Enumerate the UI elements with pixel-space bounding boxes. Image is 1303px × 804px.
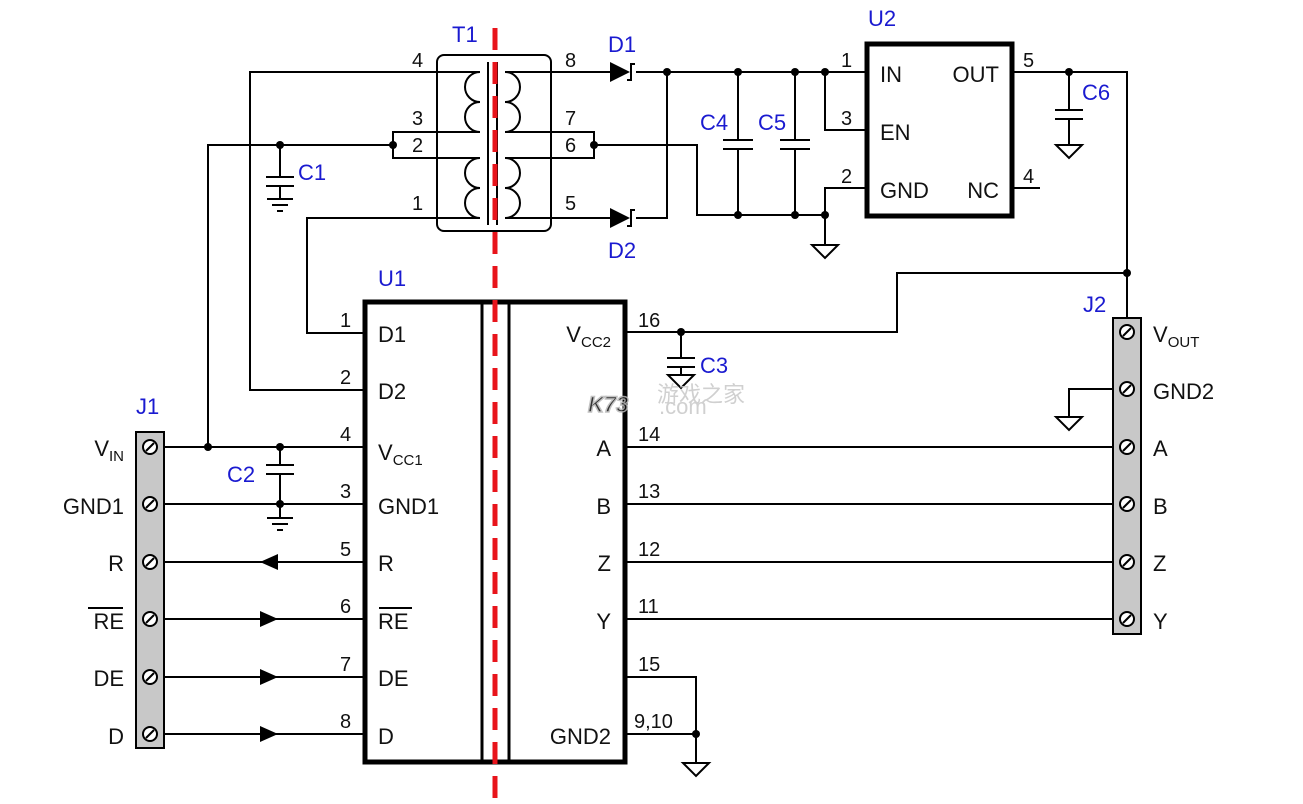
primary-wiring bbox=[207, 71, 437, 447]
svg-text:游戏之家: 游戏之家 bbox=[657, 382, 745, 407]
u1-pin-7: 7 bbox=[340, 654, 351, 676]
u2-pin-out-num: 5 bbox=[1023, 50, 1034, 72]
c2-ref: C2 bbox=[227, 462, 255, 487]
j2-label-vout: VOUT bbox=[1153, 322, 1199, 351]
u1-label-y: Y bbox=[596, 609, 611, 634]
u1-pin-9-10: 9,10 bbox=[634, 711, 673, 733]
u1-label-d1: D1 bbox=[378, 322, 406, 347]
t1-pin-1: 1 bbox=[412, 193, 423, 215]
u1-pin-6: 6 bbox=[340, 596, 351, 618]
u1-label-d: D bbox=[378, 724, 394, 749]
u2-label-en: EN bbox=[880, 120, 911, 145]
u2-label-out: OUT bbox=[953, 62, 999, 87]
u2-pin-nc-num: 4 bbox=[1023, 166, 1034, 188]
diode-d1 bbox=[610, 62, 635, 82]
c4-ref: C4 bbox=[700, 110, 728, 135]
j1-label-gnd1: GND1 bbox=[63, 494, 124, 519]
capacitor-c4 bbox=[723, 72, 753, 215]
u2-pin-gnd-num: 2 bbox=[841, 166, 852, 188]
t1-pin-7: 7 bbox=[565, 108, 576, 130]
j2-ref: J2 bbox=[1083, 292, 1106, 317]
capacitor-c1 bbox=[266, 145, 294, 212]
c5-ref: C5 bbox=[758, 110, 786, 135]
u1-pin-4: 4 bbox=[340, 424, 351, 446]
u1-label-d2: D2 bbox=[378, 379, 406, 404]
t1-pin-2: 2 bbox=[412, 135, 423, 157]
diode-d2 bbox=[610, 208, 635, 228]
c3-ref: C3 bbox=[700, 353, 728, 378]
capacitor-c3 bbox=[667, 332, 695, 389]
t1-ref: T1 bbox=[452, 22, 478, 47]
u1-ref: U1 bbox=[378, 266, 406, 291]
u1-label-vcc2: VCC2 bbox=[566, 322, 611, 351]
u1-pin-12: 12 bbox=[638, 539, 660, 561]
u1-pin-16: 16 bbox=[638, 310, 660, 332]
u1-pin-8: 8 bbox=[340, 711, 351, 733]
d1-ref: D1 bbox=[608, 32, 636, 57]
u1-pin-3: 3 bbox=[340, 481, 351, 503]
j1-label-de: DE bbox=[93, 666, 124, 691]
transformer-t1 bbox=[436, 54, 552, 232]
j1-ref: J1 bbox=[136, 394, 159, 419]
u2-label-gnd: GND bbox=[880, 178, 929, 203]
regulator-u2 bbox=[811, 41, 1131, 318]
u1-label-z: Z bbox=[598, 551, 611, 576]
j2-label-b: B bbox=[1153, 494, 1168, 519]
u2-pin-en-num: 3 bbox=[841, 108, 852, 130]
u1-label-b: B bbox=[596, 494, 611, 519]
t1-pin-5: 5 bbox=[565, 193, 576, 215]
bus-wiring bbox=[625, 388, 1118, 777]
u1-label-vcc1: VCC1 bbox=[378, 440, 423, 469]
u1-label-de: DE bbox=[378, 666, 409, 691]
u1-pin-1: 1 bbox=[340, 310, 351, 332]
t1-pin-6: 6 bbox=[565, 135, 576, 157]
t1-pin-4: 4 bbox=[412, 50, 423, 72]
svg-text:K73: K73 bbox=[588, 392, 628, 417]
u1-pin-13: 13 bbox=[638, 481, 660, 503]
t1-pin-8: 8 bbox=[565, 50, 576, 72]
u1-pin-11: 11 bbox=[638, 596, 659, 618]
j2-label-y: Y bbox=[1153, 609, 1168, 634]
vcc2-wiring bbox=[625, 272, 1127, 336]
secondary-wiring bbox=[551, 68, 829, 219]
d2-ref: D2 bbox=[608, 238, 636, 263]
capacitor-c5 bbox=[780, 72, 810, 215]
watermark-logo: K73 游戏之家 .com bbox=[587, 382, 745, 419]
connector-j2 bbox=[1112, 317, 1142, 635]
u1-pin-2: 2 bbox=[340, 367, 351, 389]
u1-label-re: RE bbox=[378, 609, 409, 634]
c1-ref: C1 bbox=[298, 160, 326, 185]
u1-label-gnd1: GND1 bbox=[378, 494, 439, 519]
u2-label-nc: NC bbox=[967, 178, 999, 203]
u1-label-r: R bbox=[378, 551, 394, 576]
u1-label-gnd2: GND2 bbox=[550, 724, 611, 749]
capacitor-c6 bbox=[1055, 72, 1083, 159]
svg-text:.com: .com bbox=[659, 394, 707, 419]
u2-pin-in-num: 1 bbox=[841, 50, 852, 72]
j1-label-r: R bbox=[108, 551, 124, 576]
u2-label-in: IN bbox=[880, 62, 902, 87]
u2-ref: U2 bbox=[868, 6, 896, 31]
t1-pin-3: 3 bbox=[412, 108, 423, 130]
u1-pin-15: 15 bbox=[638, 654, 660, 676]
j1-label-re: RE bbox=[93, 609, 124, 634]
u1-pin-5: 5 bbox=[340, 539, 351, 561]
u1-pin-14: 14 bbox=[638, 424, 660, 446]
j1-label-d: D bbox=[108, 724, 124, 749]
j2-label-a: A bbox=[1153, 436, 1168, 461]
u1-label-a: A bbox=[596, 436, 611, 461]
j2-label-z: Z bbox=[1153, 551, 1166, 576]
j1-label-vin: VIN bbox=[94, 436, 124, 465]
j2-label-gnd2: GND2 bbox=[1153, 379, 1214, 404]
logic-wiring bbox=[164, 443, 365, 742]
connector-j1 bbox=[135, 431, 165, 749]
capacitor-c2 bbox=[266, 447, 294, 531]
c6-ref: C6 bbox=[1082, 80, 1110, 105]
